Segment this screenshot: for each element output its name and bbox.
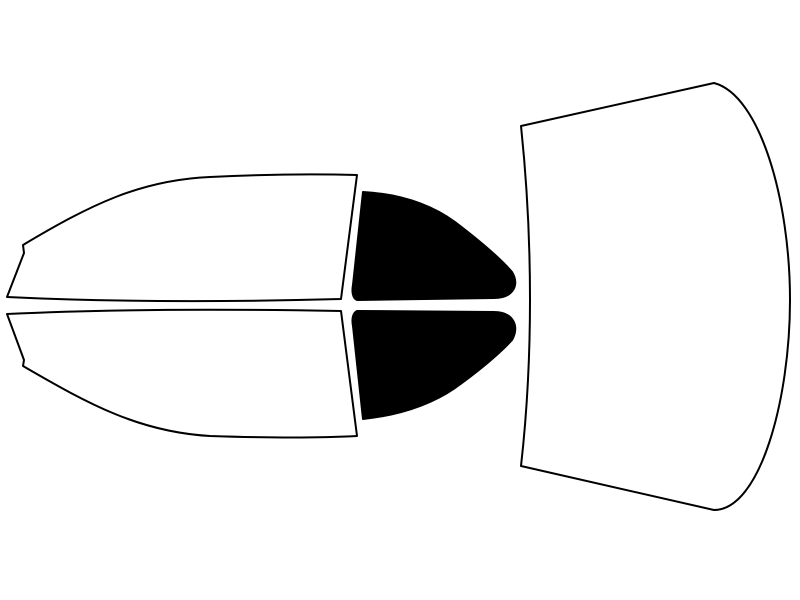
rear-driver-side-window xyxy=(351,191,517,301)
front-passenger-side-window xyxy=(6,308,358,439)
rear-passenger-side-window xyxy=(351,310,517,420)
front-driver-side-window xyxy=(6,173,358,303)
rear-windshield xyxy=(520,82,791,511)
